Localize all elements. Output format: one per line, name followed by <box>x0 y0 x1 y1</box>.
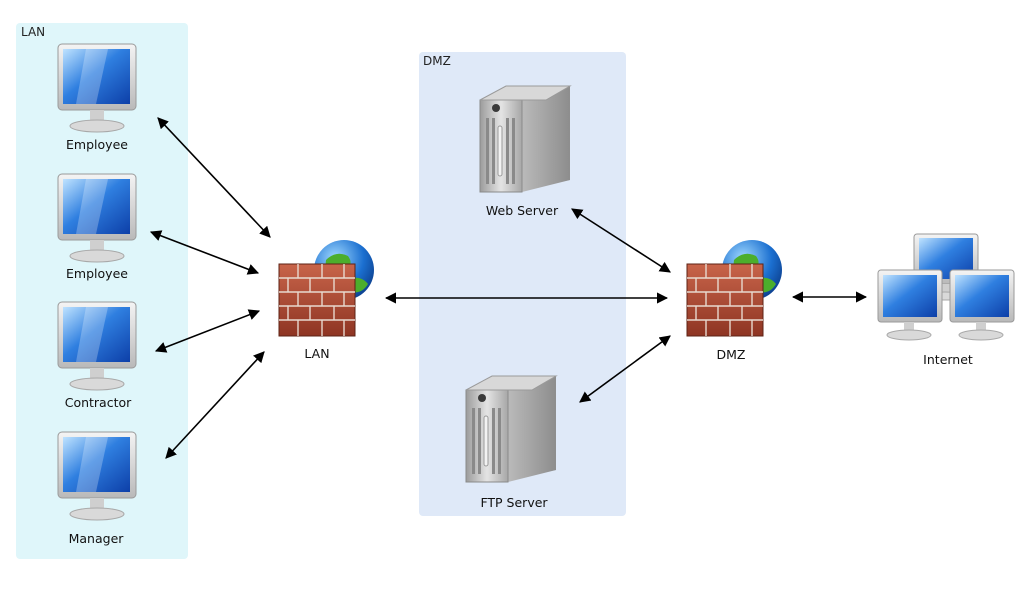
server-icon <box>465 375 558 483</box>
link-ftp-dmz <box>579 335 671 403</box>
link-manager-lan <box>165 351 265 459</box>
dmz-firewall-node[interactable] <box>684 240 788 344</box>
lan-firewall-label: LAN <box>304 346 330 361</box>
lan-zone-title: LAN <box>21 25 46 39</box>
lan-firewall-node[interactable] <box>276 240 380 344</box>
server-icon <box>479 85 572 193</box>
contractor-label: Contractor <box>64 395 132 410</box>
employee2-node[interactable] <box>56 172 140 268</box>
manager-label: Manager <box>68 531 124 546</box>
monitor-icon <box>57 431 137 521</box>
employee1-node[interactable] <box>56 42 140 138</box>
web-server-label: Web Server <box>485 203 559 218</box>
ftp-server-node[interactable] <box>462 372 562 492</box>
monitor-icon <box>57 43 137 133</box>
link-employee2-lan <box>149 230 260 275</box>
firewall-globe-icon <box>686 240 782 337</box>
dmz-firewall-label: DMZ <box>716 347 746 362</box>
firewall-globe-icon <box>278 240 374 337</box>
link-employee1-lan <box>157 117 271 238</box>
internet-label: Internet <box>923 352 973 367</box>
dmz-zone-title: DMZ <box>423 54 451 68</box>
link-contractor-lan <box>154 309 261 353</box>
manager-node[interactable] <box>56 430 140 526</box>
contractor-node[interactable] <box>56 300 140 396</box>
monitor-icon <box>57 301 137 391</box>
ftp-server-label: FTP Server <box>480 495 548 510</box>
web-server-node[interactable] <box>476 82 576 202</box>
link-web-dmz <box>571 208 671 273</box>
internet-node[interactable] <box>876 232 1020 354</box>
employee2-label: Employee <box>66 266 128 281</box>
employee1-label: Employee <box>66 137 128 152</box>
network-computers-icon <box>877 233 1015 341</box>
monitor-icon <box>57 173 137 263</box>
